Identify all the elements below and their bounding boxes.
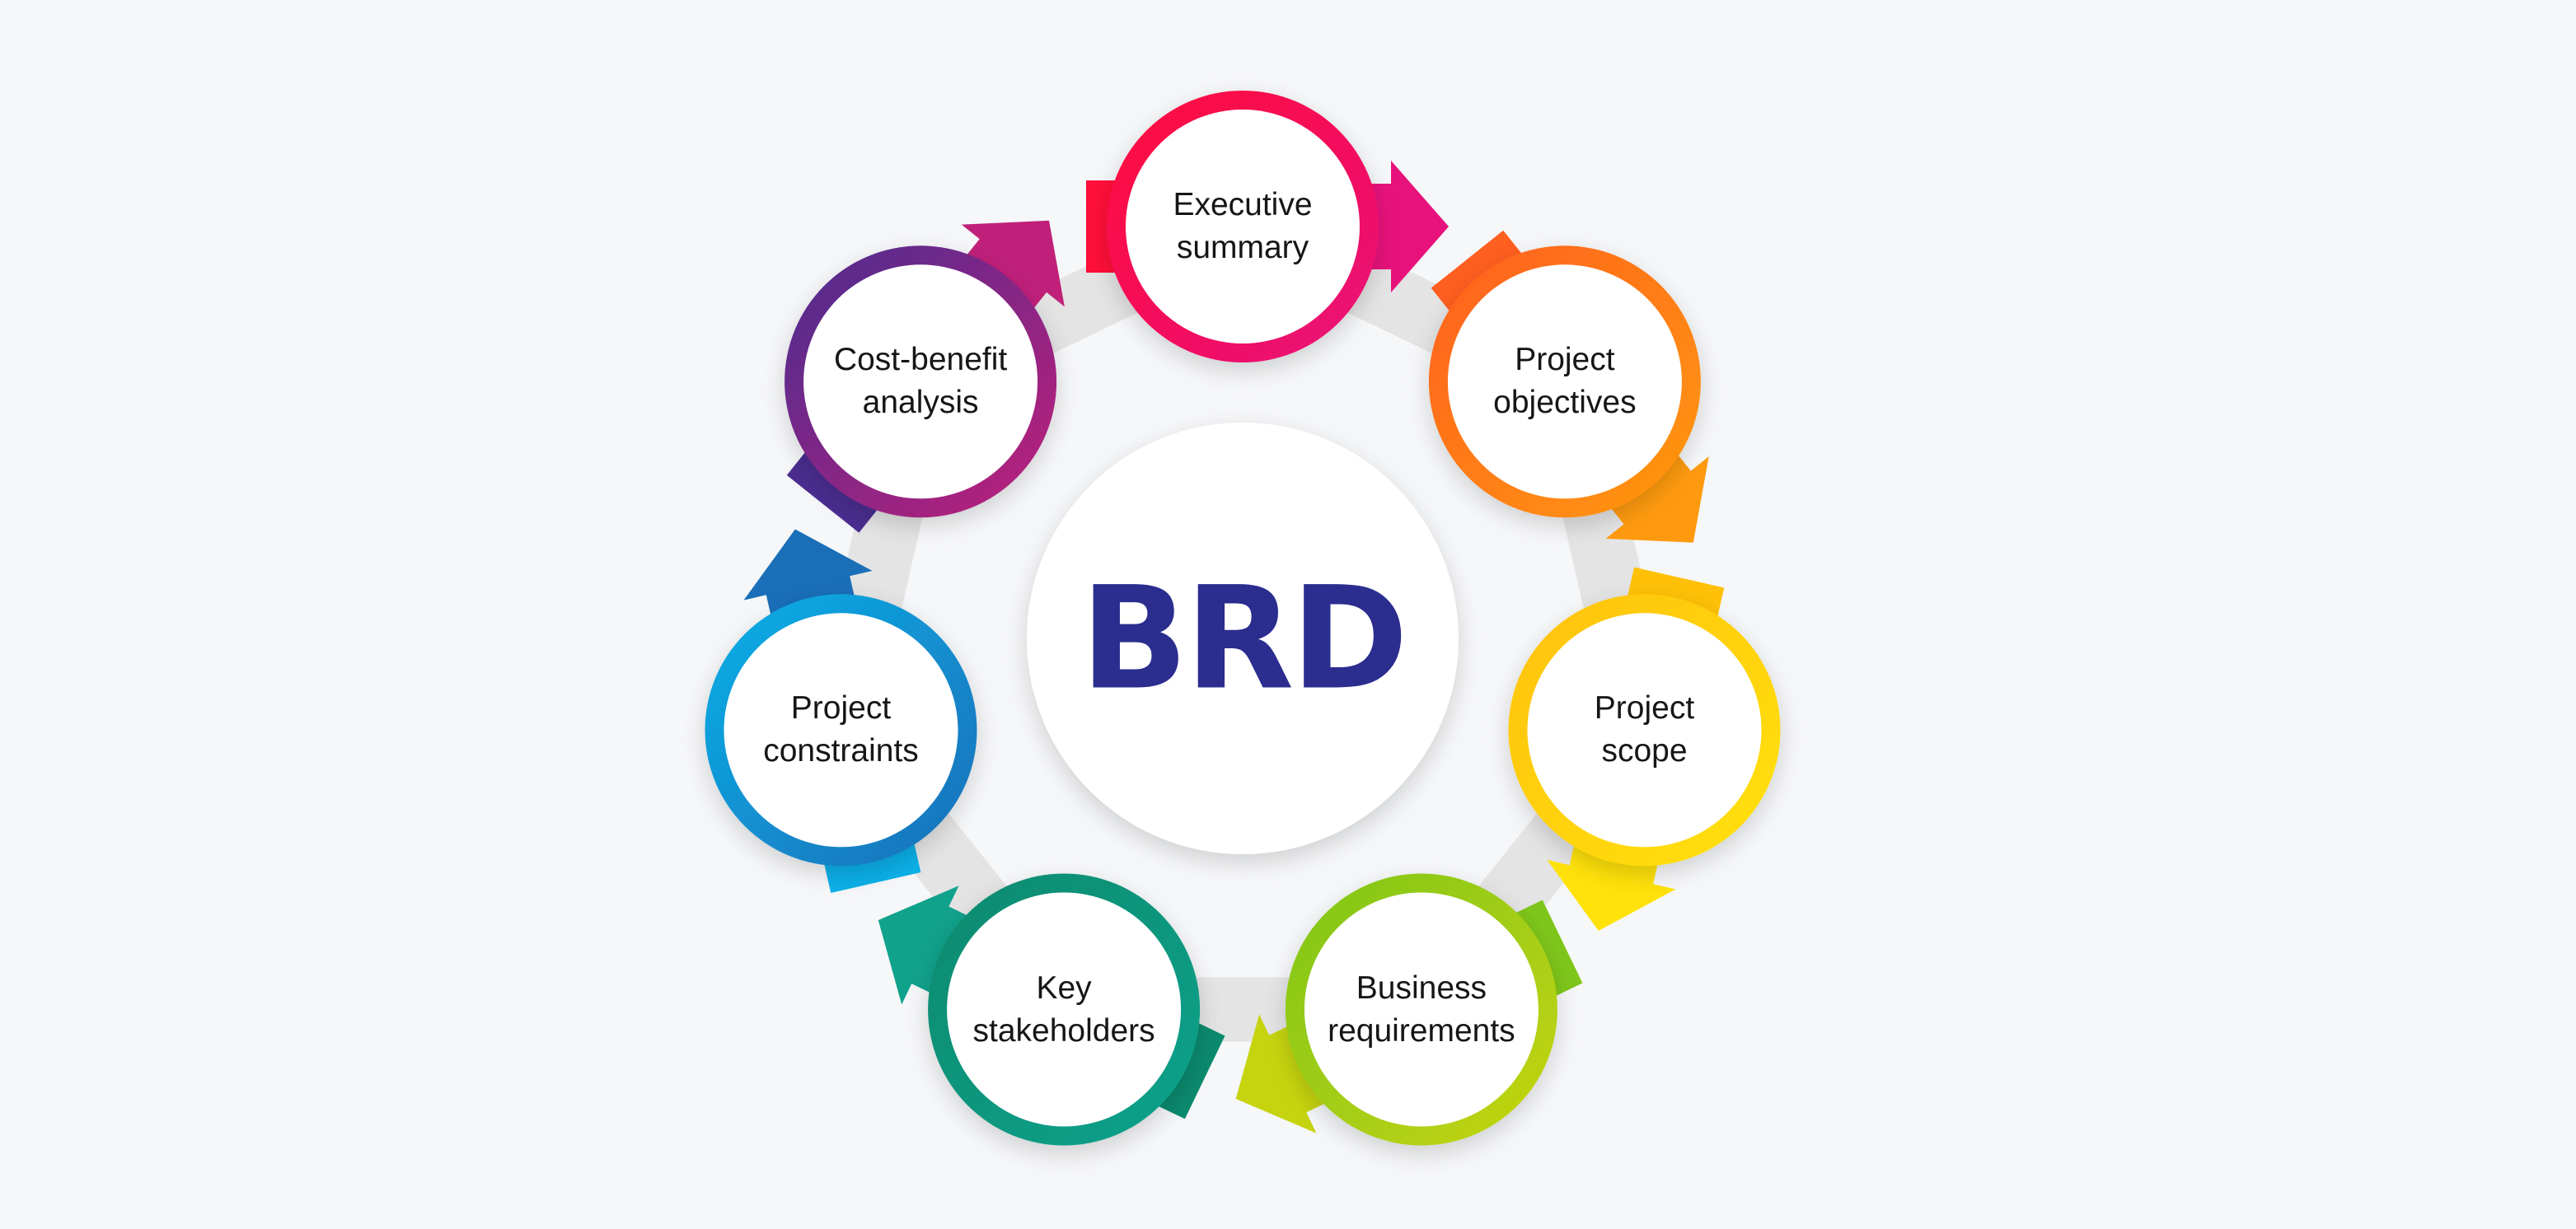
- node-label-key-stakeholders: Key stakeholders: [957, 967, 1171, 1053]
- node-label-line: objectives: [1493, 385, 1637, 421]
- node-label-project-scope: Project scope: [1538, 687, 1752, 773]
- node-label-line: Project: [1594, 690, 1695, 727]
- center-circle: [1027, 423, 1459, 854]
- node-label-line: Executive: [1173, 187, 1313, 222]
- node-label-line: Key: [1036, 970, 1092, 1006]
- arrow-head-icon: [1598, 438, 1709, 543]
- node-project-constraints: [705, 529, 977, 893]
- node-project-scope: [1508, 567, 1781, 931]
- node-label-project-constraints: Project constraints: [734, 687, 948, 773]
- node-label-line: requirements: [1328, 1012, 1515, 1049]
- node-label-executive-summary: Executive summary: [1136, 184, 1350, 269]
- node-inner: [1447, 264, 1682, 499]
- node-project-objectives: [1428, 230, 1709, 543]
- node-label-line: summary: [1176, 230, 1309, 265]
- arrow-head-icon: [953, 220, 1065, 325]
- node-inner: [1304, 892, 1539, 1127]
- node-label-line: Project: [790, 690, 892, 727]
- node-business-requirements: [1235, 873, 1583, 1146]
- node-label-line: analysis: [862, 385, 979, 421]
- node-label-business-requirements: Business requirements: [1314, 967, 1529, 1053]
- node-inner: [803, 264, 1038, 499]
- node-cost-benefit-analysis: [785, 220, 1065, 533]
- node-executive-summary: [1086, 91, 1449, 362]
- node-inner: [947, 892, 1182, 1127]
- node-label-project-objectives: Project objectives: [1458, 339, 1672, 424]
- node-label-line: constraints: [763, 733, 919, 769]
- node-inner: [1527, 613, 1762, 848]
- node-inner: [1126, 110, 1360, 343]
- node-label-line: Cost-benefit: [833, 342, 1008, 378]
- center-title: BRD: [1080, 555, 1408, 722]
- node-label-line: stakeholders: [972, 1012, 1155, 1049]
- node-label-line: scope: [1601, 733, 1688, 769]
- node-label-line: Project: [1515, 342, 1615, 378]
- node-label-line: Business: [1356, 970, 1487, 1006]
- node-label-cost-benefit-analysis: Cost-benefit analysis: [813, 339, 1028, 424]
- node-key-stakeholders: [878, 873, 1225, 1146]
- node-inner: [724, 613, 958, 848]
